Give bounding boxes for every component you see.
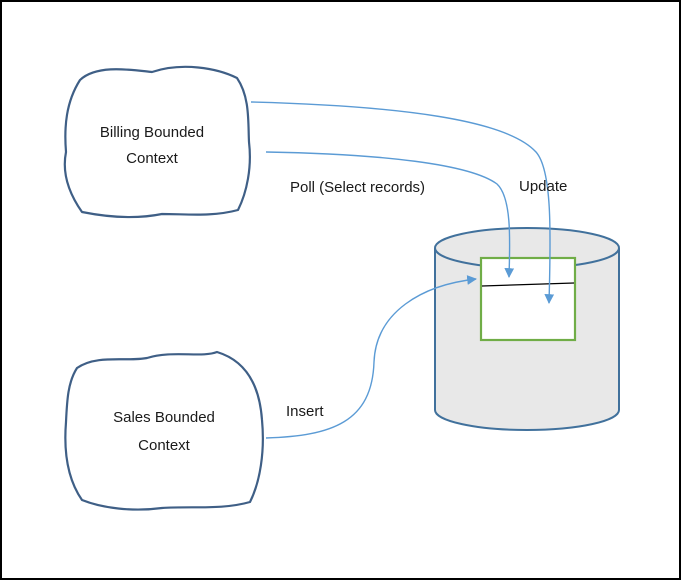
sales-context-label-line2: Context xyxy=(138,437,191,454)
update-arrow xyxy=(250,101,555,304)
billing-context-label-line1: Billing Bounded xyxy=(100,124,204,141)
outbox-table xyxy=(479,256,577,342)
billing-context-shape xyxy=(63,65,251,219)
sales-context-node: Sales Bounded Context xyxy=(64,350,264,511)
poll-label: Poll (Select records) xyxy=(290,179,425,196)
sales-context-shape xyxy=(64,350,264,511)
sales-context-label-line1: Sales Bounded xyxy=(113,409,215,426)
update-label: Update xyxy=(519,178,567,195)
outbox-table-box xyxy=(479,256,577,342)
outbox-table-row-divider xyxy=(481,282,575,287)
poll-arrow xyxy=(265,151,515,278)
insert-label: Insert xyxy=(286,403,324,420)
billing-context-node: Billing Bounded Context xyxy=(63,65,251,219)
billing-context-label-line2: Context xyxy=(126,150,179,167)
insert-arrow xyxy=(265,275,477,439)
